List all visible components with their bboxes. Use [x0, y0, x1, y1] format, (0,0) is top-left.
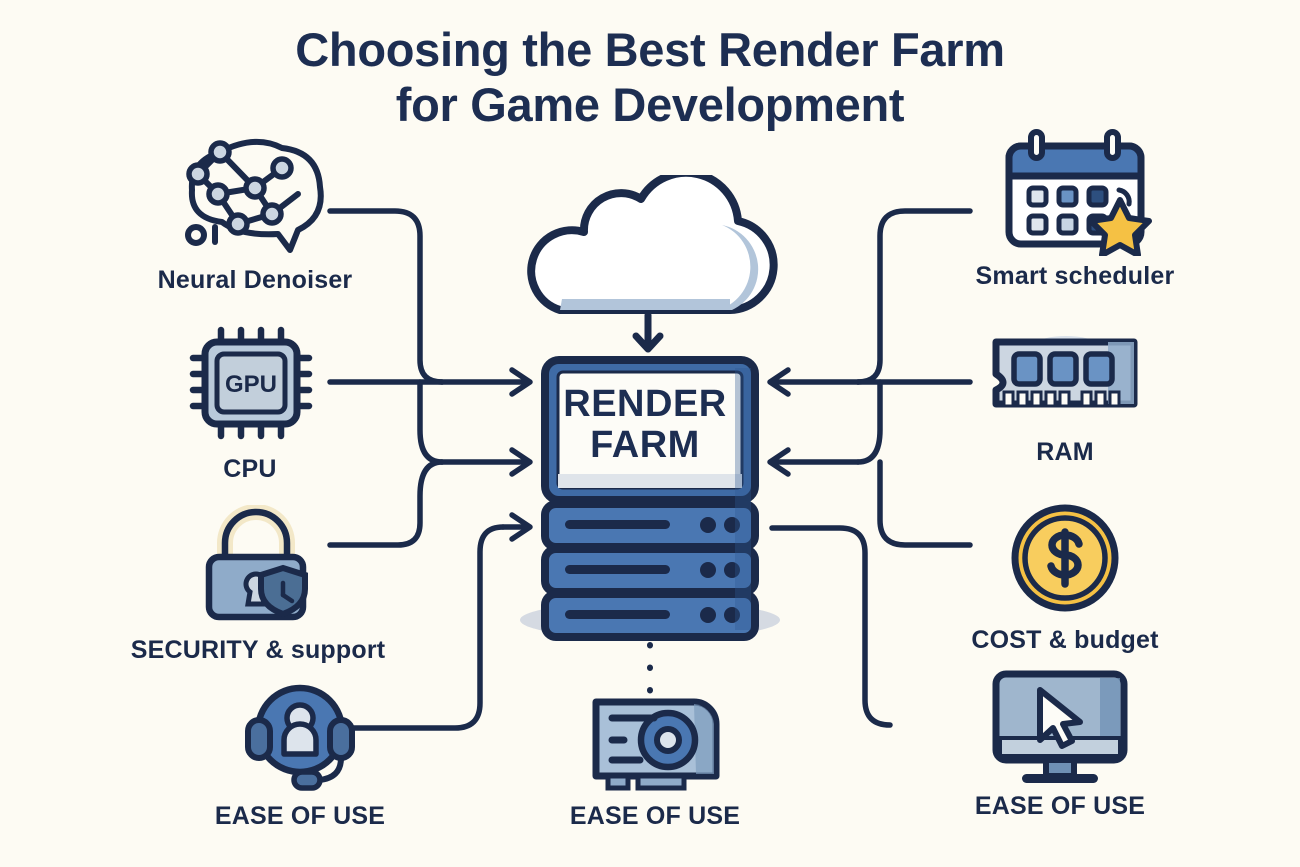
- star-badge-icon: [1087, 197, 1152, 256]
- render-farm-node: RENDER FARM: [495, 352, 805, 642]
- node-label-cost-caps: COST: [971, 626, 1042, 654]
- render-farm-server-icon: [520, 356, 780, 641]
- padlock-shield-icon: [205, 505, 308, 621]
- line-bus-mid: [417, 379, 445, 465]
- cursor-arrow-icon: [1037, 687, 1083, 749]
- node-ram[interactable]: RAM: [955, 330, 1175, 467]
- node-ease-of-use-gpu-card[interactable]: EASE OF USE: [545, 690, 765, 831]
- monitor-cursor-icon: [992, 670, 1128, 783]
- ram-stick-icon: [992, 336, 1137, 408]
- node-label-ease-of-use-monitor: EASE OF USE: [974, 792, 1146, 820]
- node-cost-budget[interactable]: COST & budget: [940, 500, 1190, 655]
- headset-support-icon: [245, 684, 355, 791]
- node-label-cost-rest: & budget: [1048, 626, 1159, 654]
- node-label-security-rest: & support: [265, 636, 386, 664]
- cloud-node: [495, 175, 805, 355]
- node-label-ram: RAM: [1036, 438, 1094, 466]
- node-label-neural-denoiser: Neural Denoiser: [157, 266, 353, 294]
- node-label-cost-budget: COST & budget: [940, 626, 1190, 655]
- line-cost-budget: [877, 459, 973, 548]
- node-ease-of-use-monitor[interactable]: EASE OF USE: [930, 668, 1190, 821]
- node-label-security-caps: SECURITY: [130, 636, 259, 664]
- node-label-ease-of-use-support: EASE OF USE: [214, 802, 386, 830]
- node-neural-denoiser[interactable]: Neural Denoiser: [110, 132, 400, 295]
- arrow-down-icon: [632, 311, 664, 353]
- node-security-support[interactable]: SECURITY & support: [98, 505, 418, 665]
- chip-inner-text: GPU: [225, 371, 277, 398]
- line-bus-mid-right: [855, 379, 883, 465]
- chip-gpu-icon: GPU: [189, 326, 313, 440]
- cloud-icon: [527, 175, 778, 353]
- title-line-1: Choosing the Best Render Farm: [295, 23, 1005, 76]
- page-title: Choosing the Best Render Farm for Game D…: [0, 22, 1300, 133]
- dollar-coin-icon: [1011, 504, 1119, 612]
- node-smart-scheduler[interactable]: Smart scheduler: [930, 128, 1220, 291]
- line-monitor: [769, 525, 893, 728]
- line-security: [327, 459, 445, 548]
- line-headset: [342, 524, 506, 731]
- node-cpu[interactable]: GPU CPU: [150, 322, 350, 484]
- node-label-cpu: CPU: [223, 455, 277, 483]
- node-label-ease-of-use-gpu-card: EASE OF USE: [569, 802, 741, 830]
- calendar-star-icon: [1005, 129, 1152, 256]
- node-ease-of-use-support[interactable]: EASE OF USE: [178, 678, 422, 831]
- node-label-smart-scheduler: Smart scheduler: [975, 262, 1175, 290]
- node-label-security-support: SECURITY & support: [98, 636, 418, 665]
- title-line-2: for Game Development: [395, 78, 905, 132]
- graphics-card-icon: [592, 698, 720, 791]
- brain-network-icon: [185, 138, 324, 253]
